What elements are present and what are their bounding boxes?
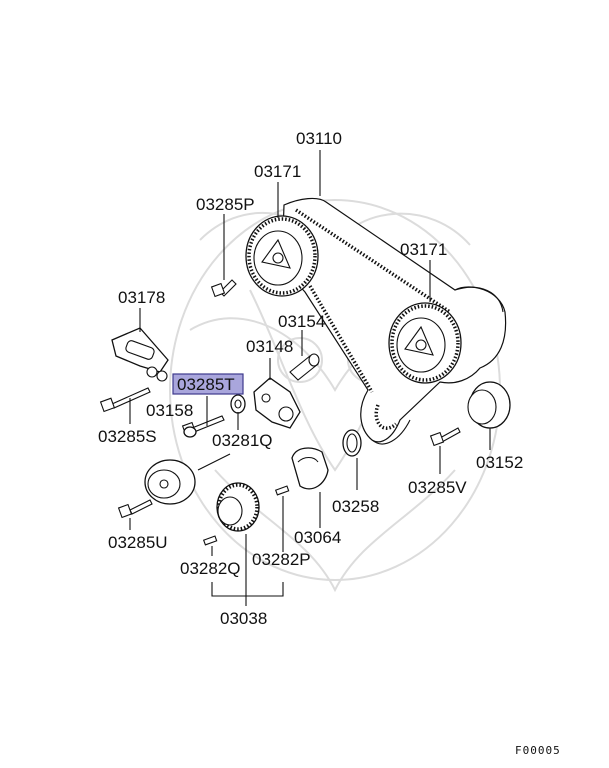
camshaft-sprocket-right[interactable] xyxy=(388,302,462,384)
label-03038[interactable]: 03038 xyxy=(220,609,267,628)
label-03282P[interactable]: 03282P xyxy=(252,550,311,569)
washer-small[interactable] xyxy=(183,426,197,438)
timing-belt[interactable] xyxy=(281,197,507,445)
label-03154[interactable]: 03154 xyxy=(278,312,325,331)
key-03282Q[interactable] xyxy=(202,535,218,546)
label-03171-left[interactable]: 03171 xyxy=(254,162,301,181)
auto-tensioner-03178[interactable] xyxy=(111,327,169,382)
label-03258[interactable]: 03258 xyxy=(332,497,379,516)
camshaft-sprocket-left[interactable] xyxy=(245,215,319,297)
label-03171-right[interactable]: 03171 xyxy=(400,240,447,259)
bolt-03285S[interactable] xyxy=(99,387,151,413)
label-03064[interactable]: 03064 xyxy=(294,528,341,547)
label-03178[interactable]: 03178 xyxy=(118,288,165,307)
key-03282P[interactable] xyxy=(274,485,290,496)
washer-03281Q[interactable] xyxy=(230,394,246,414)
leader-lines xyxy=(129,150,491,606)
idler-03152[interactable] xyxy=(467,381,511,429)
belt-guide-03064[interactable] xyxy=(291,447,329,490)
label-03285P[interactable]: 03285P xyxy=(196,195,255,214)
crank-sprocket-03038[interactable] xyxy=(216,482,260,532)
label-03110[interactable]: 03110 xyxy=(296,129,342,148)
label-03285U[interactable]: 03285U xyxy=(108,533,168,552)
label-03158[interactable]: 03158 xyxy=(146,401,193,420)
part-labels: 03110 03171 03285P 03171 03178 03154 031… xyxy=(98,129,561,757)
highlight-03285T xyxy=(172,373,244,395)
bolt-03285P[interactable] xyxy=(210,279,237,298)
bolt-03285V[interactable] xyxy=(429,427,461,447)
label-03282Q[interactable]: 03282Q xyxy=(180,559,241,578)
bolt-03285U[interactable] xyxy=(117,499,153,519)
label-03285S[interactable]: 03285S xyxy=(98,427,157,446)
pin-03154[interactable] xyxy=(289,353,320,381)
label-03148[interactable]: 03148 xyxy=(246,337,293,356)
idler-pulley-03158[interactable] xyxy=(144,459,196,505)
label-03281Q[interactable]: 03281Q xyxy=(212,431,273,450)
label-03152[interactable]: 03152 xyxy=(476,453,523,472)
tensioner-arm-03148[interactable] xyxy=(253,377,301,429)
ring-03258[interactable] xyxy=(342,429,362,457)
label-03285T[interactable]: 03285T xyxy=(177,375,235,394)
figure-code: F00005 xyxy=(515,744,561,757)
label-03285V[interactable]: 03285V xyxy=(408,478,467,497)
